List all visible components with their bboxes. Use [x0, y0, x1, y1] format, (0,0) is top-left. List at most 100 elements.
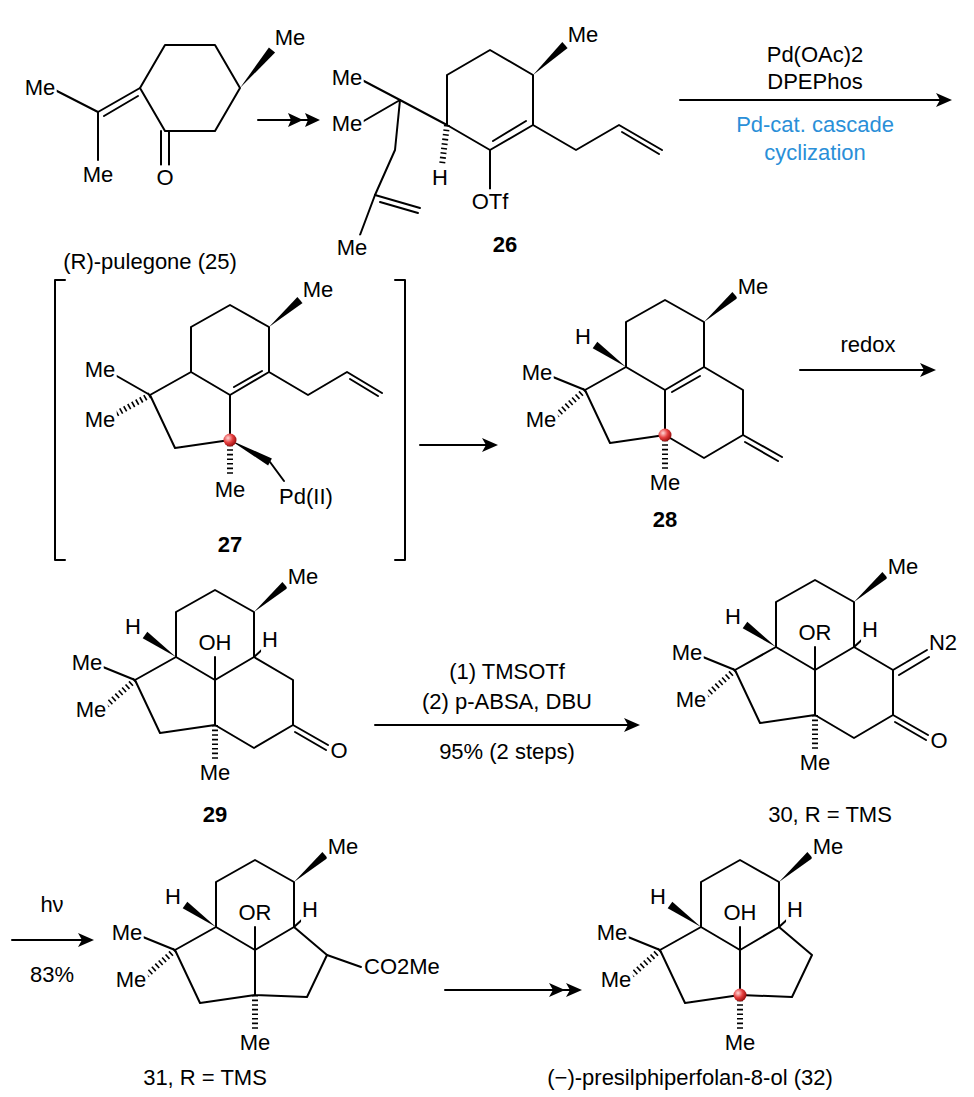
atom-label: Me: [111, 920, 144, 945]
bond-line: [400, 100, 447, 125]
bond-line: [632, 950, 660, 975]
atom-label: Me: [274, 25, 307, 50]
wedge-bond: [143, 632, 176, 657]
stereocenter-marker: [224, 434, 237, 447]
bond-line: [899, 657, 929, 675]
wedge-bond: [779, 852, 813, 882]
atom-label-holder: Me: [737, 274, 770, 299]
atom-label-holder: H: [124, 614, 142, 639]
atom-label-holder: Me: [115, 967, 148, 992]
pulegone-structure: [55, 45, 275, 166]
atom-label: Me: [84, 357, 117, 382]
wedge-bond: [624, 718, 640, 732]
bond-line: [360, 195, 375, 235]
atom-label: Me: [737, 274, 770, 299]
atom-label: Me: [115, 967, 148, 992]
wedge-bond: [269, 297, 303, 327]
wedge-bond: [288, 113, 303, 127]
bond-line: [628, 937, 660, 950]
bond-line: [55, 90, 98, 112]
bond-line: [295, 732, 326, 750]
atom-label-holder: H: [261, 627, 279, 652]
atom-label: Me: [336, 235, 369, 260]
bond-line: [739, 927, 741, 950]
atom-label: O: [329, 738, 348, 763]
atom-label: Me: [199, 760, 232, 785]
reagent-text: hν: [39, 892, 64, 917]
compound-number: 30, R = TMS: [767, 802, 893, 827]
bond-line: [800, 369, 928, 371]
bond-line: [270, 462, 284, 481]
atom-label-holder: H: [574, 324, 592, 349]
atom-label: Me: [71, 650, 104, 675]
bond-line: [103, 667, 135, 680]
atom-label: H: [649, 884, 667, 909]
bond-line: [362, 100, 400, 122]
atom-label: Me: [24, 75, 57, 100]
wedge-bond: [78, 933, 94, 947]
atom-label: Me: [302, 277, 335, 302]
atom-label: H: [124, 614, 142, 639]
bond-line: [622, 132, 659, 154]
bond-line: [814, 647, 816, 670]
bond-line: [701, 860, 779, 950]
bond-line: [98, 88, 140, 112]
reaction-arrow: [420, 438, 498, 452]
reagent-text-holder: (2) p-ABSA, DBU: [421, 689, 593, 714]
atom-label-holder: Me: [84, 357, 117, 382]
reagent-text-holder: redox: [839, 332, 896, 357]
reagent-text-holder: Pd(OAc)2: [766, 42, 865, 67]
bond-line: [135, 657, 215, 733]
compound-name-holder: (−)-presilphiperfolan-8-ol (32): [546, 1065, 834, 1090]
atom-label-holder: Me: [521, 360, 554, 385]
palladium-intermediate: [55, 280, 405, 560]
bond-line: [895, 722, 926, 740]
wedge-bond: [920, 363, 936, 377]
reaction-note: cyclization: [763, 140, 866, 165]
atom-label: Me: [525, 407, 558, 432]
bond-line: [672, 376, 700, 392]
bond-line: [252, 995, 258, 1030]
atom-label: OH: [198, 630, 233, 655]
compound-number: 27: [217, 532, 243, 557]
atom-label: Me: [671, 640, 704, 665]
bond-line: [707, 670, 735, 695]
atom-label-holder: H: [724, 604, 742, 629]
bond-line: [116, 395, 150, 414]
bond-line: [735, 647, 815, 723]
atom-label-holder: Me: [671, 640, 704, 665]
wedge-bond: [668, 902, 701, 927]
wedge-bond: [230, 440, 272, 466]
wedge-bond: [240, 47, 275, 88]
bond-line: [493, 121, 526, 141]
atom-label: Me: [799, 750, 832, 775]
atom-label: H: [786, 897, 804, 922]
wedge-bond: [704, 292, 738, 322]
atom-label: H: [574, 324, 592, 349]
atom-label-holder: OH: [723, 900, 758, 925]
bond-line: [812, 715, 818, 750]
bond-line: [55, 280, 65, 560]
atom-label-holder: Me: [84, 407, 117, 432]
bond-line: [703, 657, 735, 670]
bond-line: [216, 860, 294, 950]
atom-label-holder: Me: [724, 1030, 757, 1055]
multistep-arrow: [445, 983, 582, 997]
atom-label-holder: H: [786, 897, 804, 922]
stereocenter-marker: [734, 989, 747, 1002]
atom-label-holder: H: [164, 884, 182, 909]
bond-line: [585, 367, 665, 443]
tricyclic-diene-structure: [553, 292, 782, 470]
wedge-bond: [305, 113, 320, 127]
bond-line: [269, 372, 382, 395]
bond-line: [447, 50, 533, 150]
reagent-text-holder: hν: [39, 892, 64, 917]
ketone-structure: [103, 582, 328, 760]
atom-label: H: [431, 165, 449, 190]
atom-label-holder: Me: [214, 477, 247, 502]
bond-line: [104, 96, 138, 116]
compound-number-holder: 27: [217, 532, 243, 557]
bond-line: [176, 590, 254, 680]
bond-line: [191, 305, 269, 395]
